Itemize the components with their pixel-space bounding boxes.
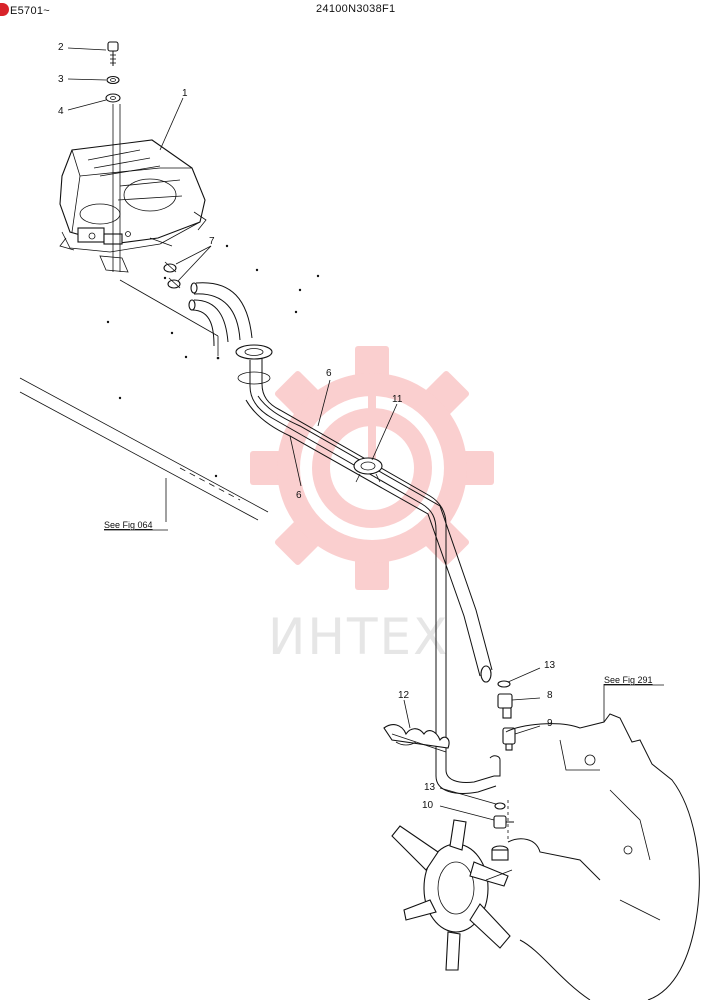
serial-text: E5701~ [10, 5, 51, 17]
see-fig-left-link[interactable]: See Fig 064 [104, 520, 153, 530]
leader-lines [67, 47, 541, 821]
callout-6-upper: 6 [326, 368, 332, 379]
engine-outline [491, 684, 700, 1001]
bolt-washer-stack [105, 41, 121, 272]
clip-strip [383, 724, 450, 753]
serial-range-label: E5701~ [0, 3, 50, 17]
callout-7: 7 [209, 236, 215, 247]
callout-3: 3 [58, 74, 64, 85]
callout-9: 9 [547, 718, 553, 729]
cooling-fan [391, 819, 513, 971]
callout-8: 8 [547, 690, 553, 701]
callout-12: 12 [398, 690, 410, 701]
callout-2: 2 [58, 42, 64, 53]
reservoir-tank [59, 139, 207, 273]
callout-1: 1 [182, 88, 188, 99]
coolant-pipe [188, 282, 501, 794]
hose-clamps [163, 261, 181, 289]
see-fig-right-link[interactable]: See Fig 291 [604, 675, 653, 685]
drawing-code: 24100N3038F1 [316, 3, 396, 15]
brand-badge-icon [0, 3, 9, 16]
callout-13-lower: 13 [424, 782, 436, 793]
callout-11: 11 [392, 394, 403, 405]
pipe-clamp [353, 457, 383, 483]
callout-13-upper: 13 [544, 660, 556, 671]
watermark-text: ИНТЕХ [268, 608, 449, 666]
callout-4: 4 [58, 106, 64, 117]
pipe-fittings [493, 680, 516, 840]
callout-10: 10 [422, 800, 434, 811]
callout-labels: 1 2 3 4 6 6 7 8 9 10 11 12 13 13 [58, 42, 556, 811]
frame-outline [19, 244, 320, 521]
callout-6-lower: 6 [296, 490, 302, 501]
